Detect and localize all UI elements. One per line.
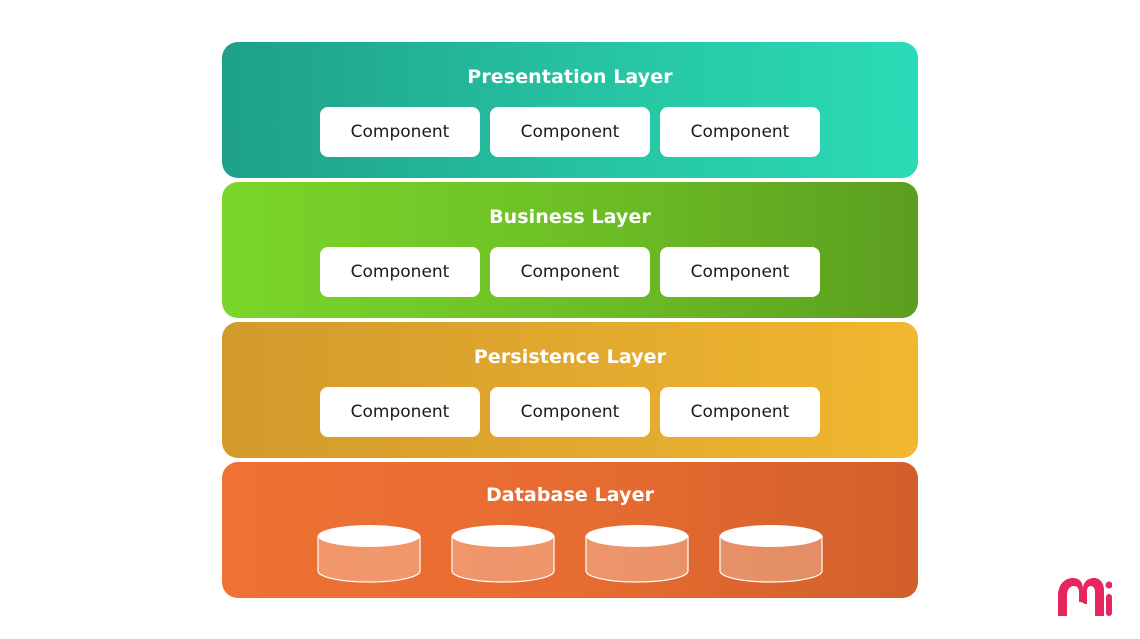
- business-component-1: Component: [320, 247, 480, 297]
- persistence-component-1: Component: [320, 387, 480, 437]
- business-component-2: Component: [490, 247, 650, 297]
- mi-brand-logo-icon: [1058, 578, 1112, 616]
- database-cylinder-icon: [719, 525, 823, 583]
- database-layer: Database Layer: [222, 462, 918, 598]
- database-row: [317, 524, 823, 584]
- persistence-component-row: Component Component Component: [320, 387, 820, 437]
- presentation-component-1: Component: [320, 107, 480, 157]
- business-layer: Business Layer Component Component Compo…: [222, 182, 918, 318]
- presentation-component-row: Component Component Component: [320, 107, 820, 157]
- persistence-layer-title: Persistence Layer: [473, 346, 667, 368]
- presentation-component-2: Component: [490, 107, 650, 157]
- database-cylinder-icon: [585, 525, 689, 583]
- database-layer-title: Database Layer: [485, 484, 655, 506]
- persistence-layer: Persistence Layer Component Component Co…: [222, 322, 918, 458]
- business-component-3: Component: [660, 247, 820, 297]
- presentation-layer: Presentation Layer Component Component C…: [222, 42, 918, 178]
- business-layer-title: Business Layer: [489, 206, 651, 228]
- database-cylinder-icon: [451, 525, 555, 583]
- persistence-component-3: Component: [660, 387, 820, 437]
- database-cylinder-icon: [317, 525, 421, 583]
- business-component-row: Component Component Component: [320, 247, 820, 297]
- presentation-component-3: Component: [660, 107, 820, 157]
- presentation-layer-title: Presentation Layer: [467, 66, 673, 88]
- persistence-component-2: Component: [490, 387, 650, 437]
